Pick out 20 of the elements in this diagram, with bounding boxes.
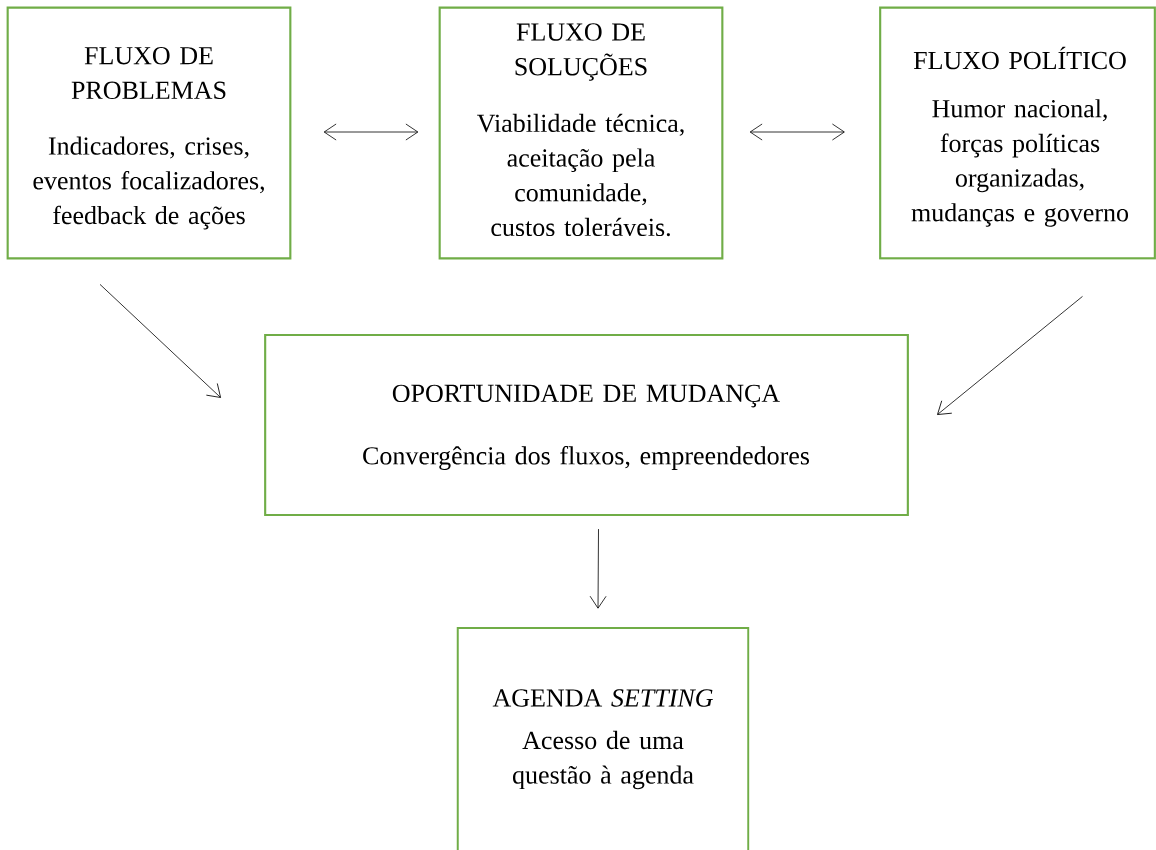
arrow — [323, 123, 419, 141]
arrow — [589, 528, 607, 609]
box-text: Humor nacional, forças políticas organizadas, mudanças e governo — [911, 99, 1129, 227]
box-text: Acesso de uma questão à agenda — [513, 730, 694, 790]
box-text: Indicadores, crises, eventos focalizadores, feedback de ações — [33, 136, 264, 230]
flow-box — [879, 6, 1156, 260]
arrow — [99, 284, 221, 398]
flow-box — [456, 626, 750, 850]
box-text: Viabilidade técnica, aceitação pela comunidade, custos toleráveis. — [477, 113, 684, 237]
box-heading: OPORTUNIDADE DE MUDANÇA — [392, 384, 780, 408]
box-heading: FLUXO POLÍTICO — [913, 46, 1126, 70]
flow-box — [438, 6, 724, 260]
arrow — [749, 123, 845, 141]
box-heading: AGENDA SETTING — [492, 689, 713, 707]
box-heading: FLUXO DE PROBLEMAS — [71, 46, 226, 100]
flow-box — [6, 6, 292, 260]
arrow — [937, 296, 1083, 415]
box-text: Convergência dos fluxos, empreendedores — [363, 446, 810, 470]
flow-box — [264, 333, 909, 517]
box-heading: FLUXO DE SOLUÇÕES — [515, 23, 647, 81]
